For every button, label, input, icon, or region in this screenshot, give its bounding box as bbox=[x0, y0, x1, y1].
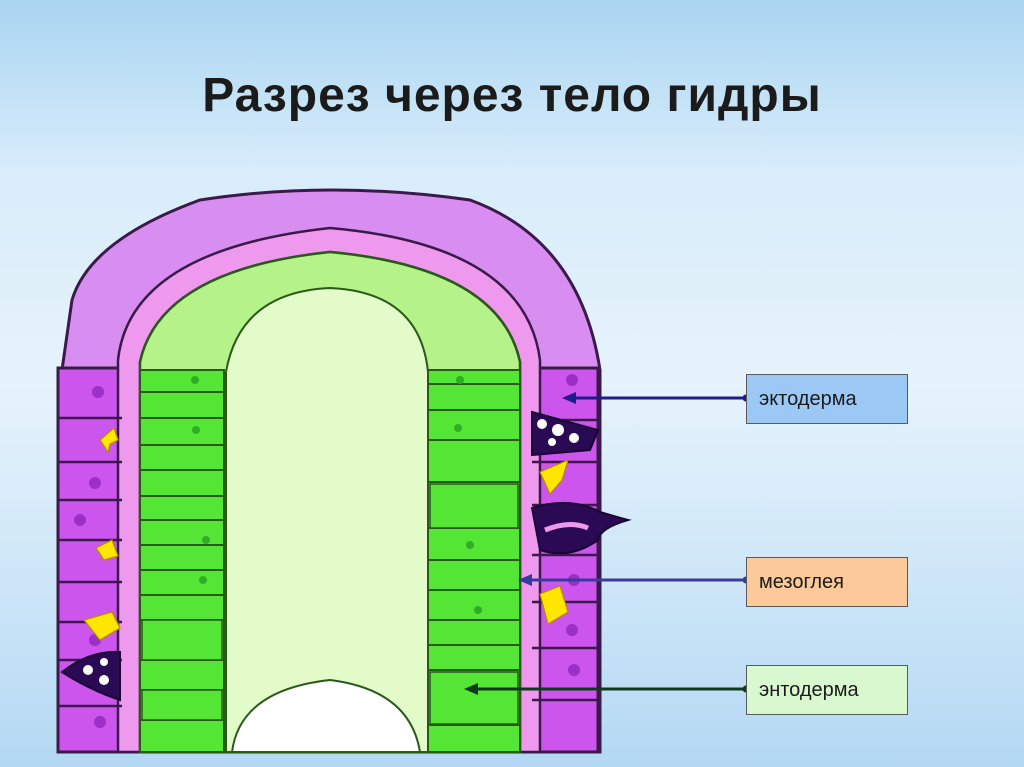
mouth-opening bbox=[230, 678, 422, 753]
gland-cells bbox=[141, 483, 519, 725]
mesoglea-label: мезоглея bbox=[746, 557, 908, 607]
cell-nuclei bbox=[74, 374, 580, 728]
ectoderm-label: эктодерма bbox=[746, 374, 908, 424]
endoderm-nuclei bbox=[191, 376, 482, 614]
endoderm-left-cells bbox=[139, 369, 225, 753]
stinging-cells bbox=[60, 410, 632, 702]
gastric-cavity bbox=[225, 286, 429, 753]
endoderm-label: энтодерма bbox=[746, 665, 908, 715]
page-title: Разрез через тело гидры bbox=[202, 69, 822, 122]
nerve-cells bbox=[82, 426, 569, 641]
pointer-lines bbox=[464, 392, 750, 695]
